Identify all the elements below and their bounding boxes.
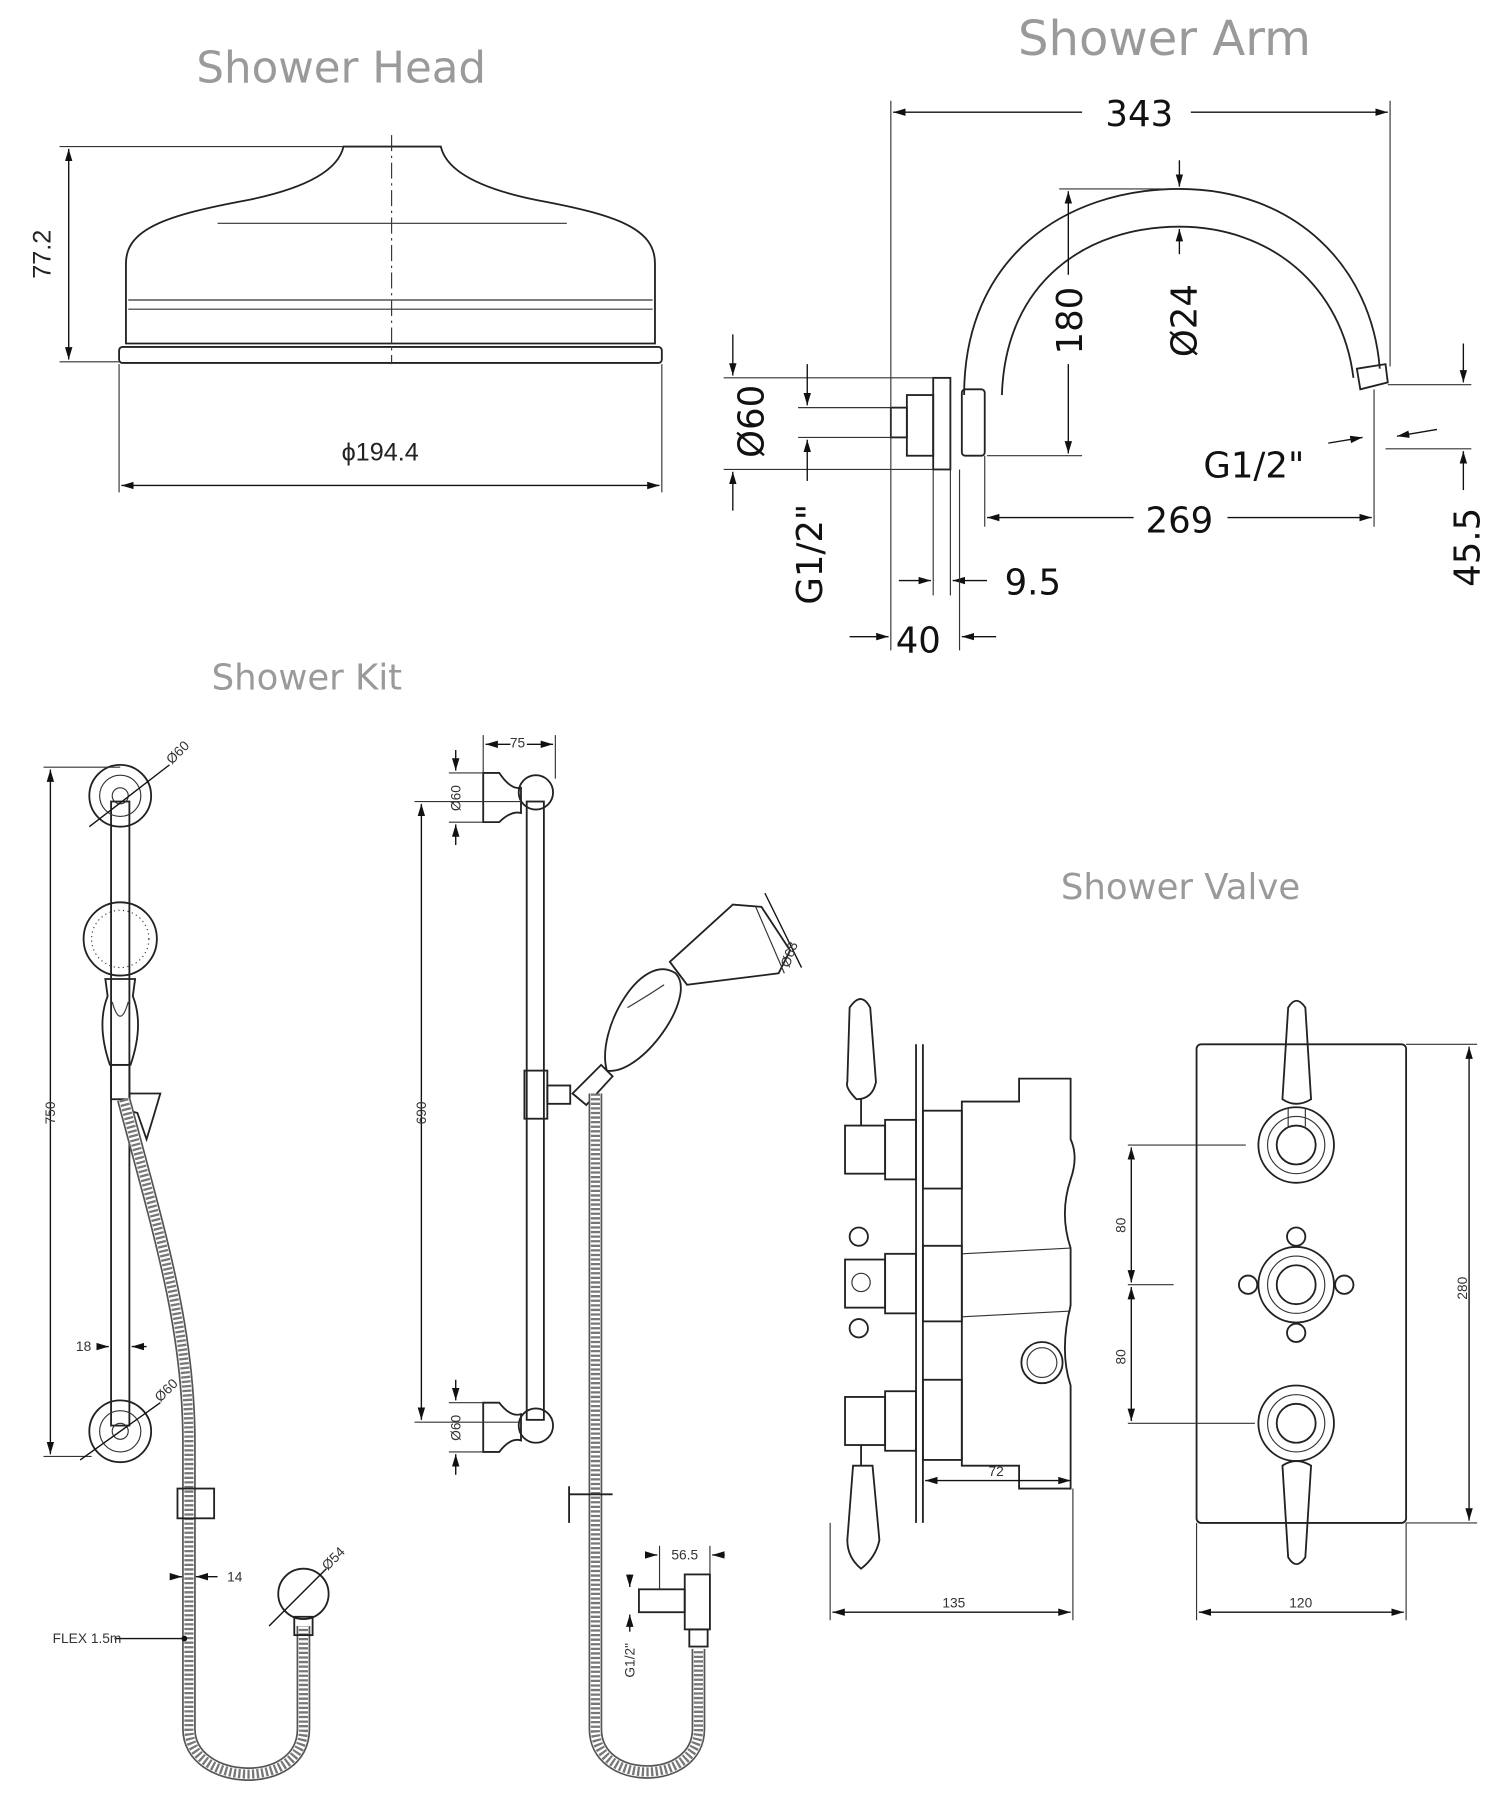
- shower-valve-side-view: 135 72: [829, 998, 1076, 1621]
- kit-hose-length-label: FLEX 1.5m: [53, 1631, 122, 1646]
- valve-front-bottom-control: [1257, 1384, 1335, 1566]
- arm-drop-dimension: 45.5: [1385, 343, 1488, 587]
- arm-length-label: 343: [1105, 94, 1173, 135]
- valve-front-diverter-control: [1238, 1226, 1355, 1343]
- arm-tube-diameter-dimension: Ø24: [1165, 160, 1206, 357]
- arm-outlet-thread-label: G1/2": [1203, 445, 1304, 486]
- arm-wall-thread-label: G1/2": [790, 504, 831, 605]
- shower-arm-title: Shower Arm: [1018, 11, 1311, 67]
- shower-head-diameter-label: ϕ194.4: [342, 438, 419, 466]
- arm-tube-diameter-label: Ø24: [1165, 284, 1206, 357]
- kit-rail-centres-dimension: 690: [414, 800, 521, 1423]
- arm-flange-diameter-label: Ø60: [732, 385, 773, 458]
- shower-arm-drawing: [889, 188, 1389, 471]
- shower-head-title: Shower Head: [196, 43, 486, 93]
- kit-rail-length-dimension: 750: [43, 766, 121, 1458]
- shower-head-height-dimension: 77.2: [28, 145, 344, 363]
- arm-height-dimension: 180: [987, 188, 1180, 457]
- kit-projection-label: 75: [510, 736, 526, 751]
- kit-rail-diameter-label: 18: [76, 1339, 92, 1354]
- valve-spacing-bottom-label: 80: [1114, 1349, 1129, 1365]
- arm-reach-dimension: 269: [984, 389, 1375, 541]
- arm-reach-label: 269: [1146, 500, 1214, 541]
- arm-projection-label: 40: [896, 621, 941, 662]
- shower-arm-section: Shower Arm 343 180 Ø24: [723, 11, 1488, 662]
- arm-drop-label: 45.5: [1447, 508, 1488, 587]
- shower-head-drawing: [118, 135, 663, 365]
- kit-top-bracket-label: Ø60: [163, 738, 192, 767]
- arm-length-dimension: 343: [893, 94, 1388, 135]
- shower-head-height-label: 77.2: [28, 230, 56, 279]
- arm-height-label: 180: [1050, 287, 1091, 355]
- kit-hose-diameter-label: 14: [227, 1569, 243, 1584]
- arm-flange-depth-label: 9.5: [1005, 562, 1061, 603]
- valve-side-handle-middle: [844, 1226, 963, 1339]
- valve-front-top-control: [1257, 999, 1335, 1184]
- shower-valve-front-view: 80 80 280 120: [1114, 999, 1478, 1621]
- valve-plate-width-label: 120: [1289, 1596, 1312, 1611]
- kit-outlet-projection-label: 56.5: [671, 1548, 698, 1563]
- shower-kit-title: Shower Kit: [212, 657, 403, 698]
- arm-wall-thread-dimension: G1/2": [790, 364, 891, 605]
- kit-side-top-bracket-label: Ø60: [448, 785, 463, 811]
- shower-kit-front-view: 750 Ø60 Ø60 18 14 FLEX 1.5m Ø54: [43, 738, 348, 1781]
- shower-head-diameter-dimension: ϕ194.4: [118, 364, 663, 493]
- kit-handset-diameter-label: Ø68: [778, 939, 801, 969]
- kit-rail-centres-label: 690: [414, 1101, 429, 1124]
- shower-kit-section: Shower Kit 750 Ø60: [43, 657, 803, 1781]
- shower-kit-side-view: 75 690 Ø60 Ø60 Ø68 56.5 G1/2": [414, 733, 803, 1779]
- arm-flange-diameter-dimension: Ø60: [723, 334, 934, 511]
- valve-side-handle-top: [844, 998, 963, 1190]
- arm-flange-depth-dimension: 9.5: [898, 469, 1061, 603]
- kit-side-bottom-bracket-label: Ø60: [448, 1415, 463, 1441]
- kit-outlet-thread-label: G1/2": [622, 1643, 637, 1678]
- kit-projection-dimension: 75: [482, 733, 556, 779]
- valve-side-handle-bottom: [844, 1378, 963, 1570]
- kit-rail-length-label: 750: [43, 1101, 58, 1124]
- shower-valve-title: Shower Valve: [1061, 867, 1300, 908]
- valve-body-depth-label: 72: [989, 1464, 1004, 1479]
- arm-outlet-thread-dimension: G1/2": [1203, 428, 1438, 486]
- kit-outlet-diameter-label: Ø54: [319, 1544, 348, 1573]
- valve-plate-height-label: 280: [1455, 1276, 1470, 1299]
- valve-side-depth-label: 135: [942, 1596, 965, 1611]
- shower-valve-section: Shower Valve: [829, 867, 1478, 1621]
- shower-head-section: Shower Head 77.2 ϕ194.4: [28, 43, 663, 493]
- arm-projection-dimension: 40: [849, 469, 997, 662]
- kit-bottom-bracket-label: Ø60: [152, 1376, 181, 1405]
- valve-spacing-top-label: 80: [1114, 1217, 1129, 1233]
